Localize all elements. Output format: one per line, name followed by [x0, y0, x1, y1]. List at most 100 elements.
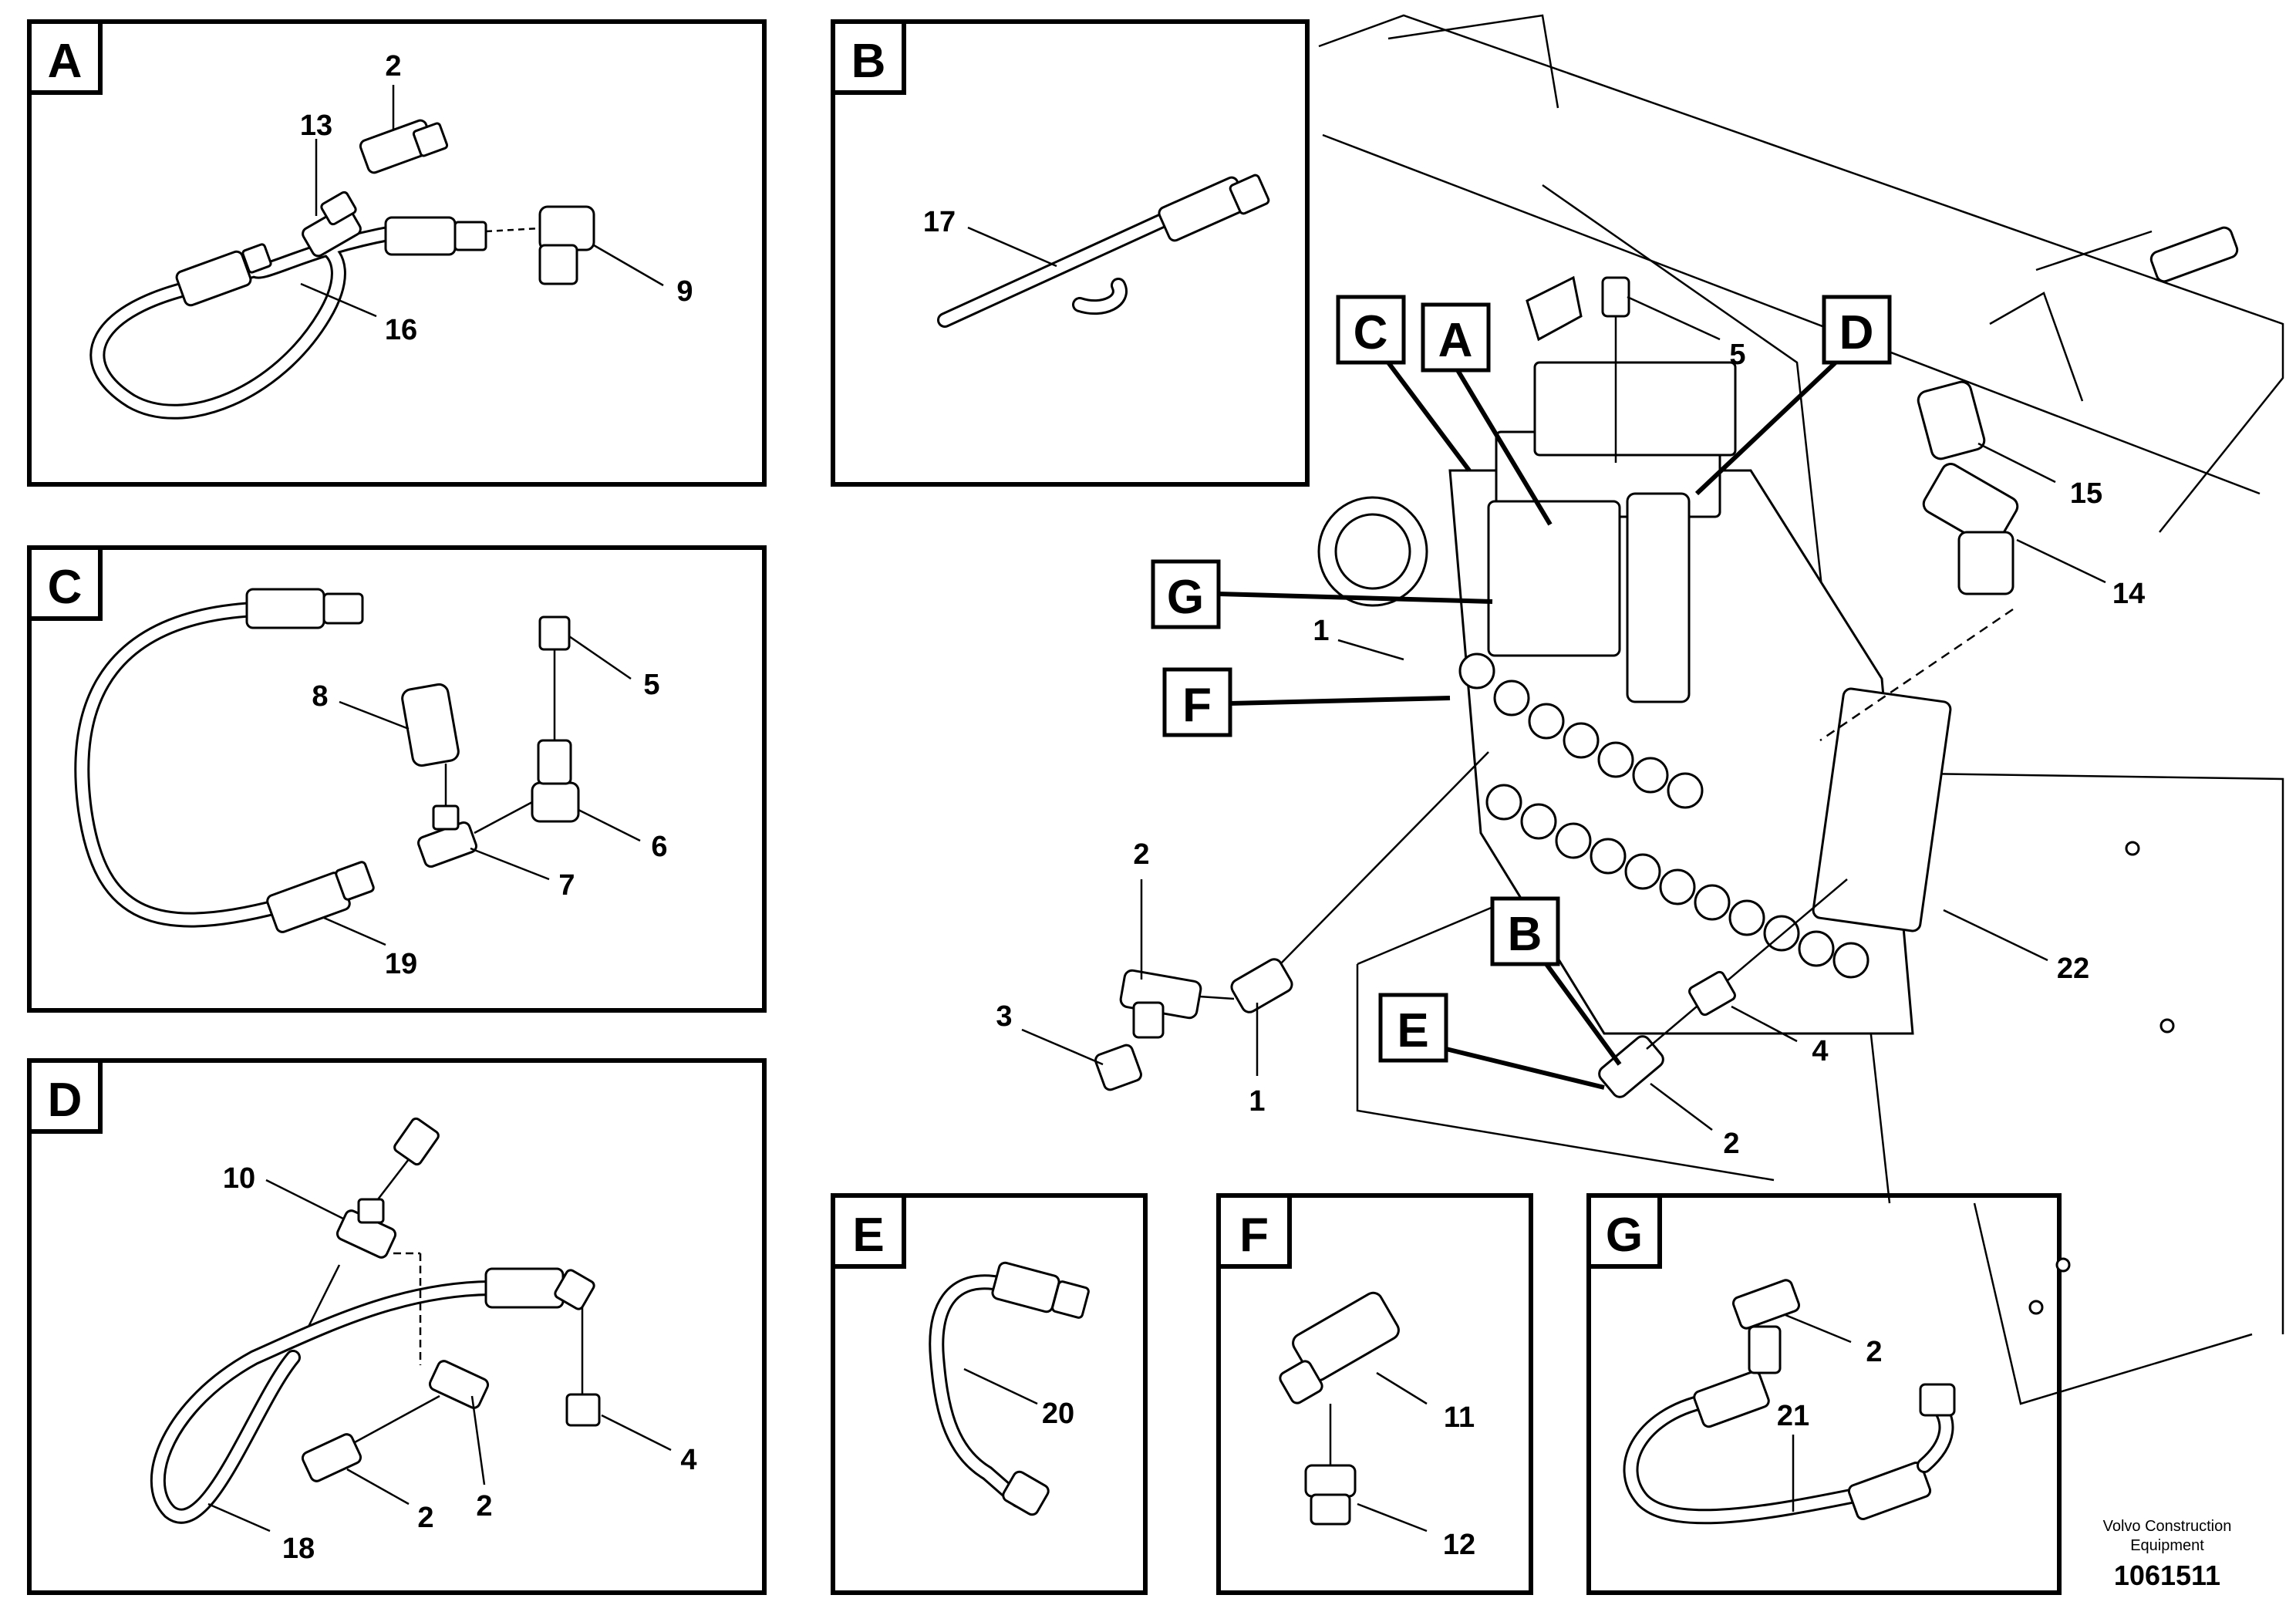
svg-text:F: F — [1182, 679, 1212, 732]
panel-b-letter-box — [831, 19, 906, 95]
tag-e: E — [1378, 993, 1605, 1090]
callout-c-7: 7 — [558, 869, 575, 902]
callout-g-2: 2 — [1866, 1336, 1882, 1368]
callout-d-18: 18 — [282, 1533, 315, 1565]
callout-m-5: 5 — [1729, 339, 1745, 371]
fitting-15 — [1917, 380, 1986, 460]
leader-a-16 — [300, 282, 377, 318]
panel-a-letter: A — [48, 35, 83, 88]
leader-f-11 — [1376, 1371, 1428, 1405]
tag-f: F — [1162, 667, 1451, 737]
leader-d-2b — [470, 1395, 486, 1485]
detail-panel-f: F 11 12 — [1216, 1193, 1533, 1595]
detail-panel-d: D 10 — [27, 1058, 767, 1595]
fitting-2-a — [359, 119, 449, 174]
panel-f-letter: F — [1239, 1209, 1269, 1262]
detail-panel-a: A 2 13 9 16 — [27, 19, 767, 487]
callout-c-19: 19 — [385, 948, 417, 980]
callout-a-16: 16 — [385, 314, 417, 346]
credit-line-2: Equipment — [2130, 1537, 2204, 1554]
tag-a: A — [1421, 302, 1553, 526]
hose-nut-a1 — [453, 221, 487, 251]
callout-m-2a: 2 — [1133, 838, 1149, 871]
callout-c-5: 5 — [643, 669, 659, 701]
callout-m-1b: 1 — [1249, 1085, 1265, 1118]
leader-m-15 — [1977, 442, 2056, 484]
hose-18 — [150, 1267, 595, 1524]
leader-m-4 — [1731, 1005, 1798, 1043]
spool-section-ports — [1458, 653, 1870, 979]
tee-fitting-2-d — [393, 1252, 490, 1409]
tee-fitting-7 — [417, 804, 477, 868]
leader-c-5 — [568, 635, 632, 680]
fitting-1-main — [1199, 751, 1489, 1013]
panel-c-letter: C — [48, 561, 83, 614]
leader-d-4 — [601, 1414, 672, 1452]
tee-fitting-2-g — [1731, 1279, 1801, 1374]
panel-e-letter: E — [852, 1209, 884, 1262]
hose-16 — [89, 224, 409, 420]
callout-m-3: 3 — [996, 1000, 1012, 1033]
detail-panel-b: B 17 — [831, 19, 1310, 487]
panel-d-letter: D — [48, 1074, 83, 1127]
callout-c-6: 6 — [651, 831, 667, 863]
svg-text:C: C — [1354, 306, 1388, 359]
callout-a-13: 13 — [300, 110, 332, 142]
plug-12 — [1304, 1464, 1357, 1526]
leader-c-7 — [470, 847, 550, 881]
leader-m-14 — [2016, 538, 2106, 584]
fitting-2-main-left — [1119, 969, 1202, 1039]
svg-text:E: E — [1397, 1004, 1428, 1057]
callout-m-1a: 1 — [1313, 615, 1329, 647]
callout-b-17: 17 — [923, 206, 956, 238]
connector-c — [474, 801, 533, 835]
fitting-4-main — [1688, 970, 1736, 1017]
callout-m-15: 15 — [2070, 477, 2102, 510]
detail-panel-e: E 20 — [831, 1193, 1148, 1595]
leader-d-2a — [346, 1468, 410, 1506]
tag-d: D — [1694, 295, 1892, 496]
callout-e-20: 20 — [1042, 1398, 1074, 1430]
fitting-14 — [1922, 463, 2019, 595]
panel-e-letter-box — [831, 1193, 906, 1269]
svg-text:A: A — [1438, 314, 1473, 367]
callout-m-4: 4 — [1812, 1035, 1828, 1067]
leader-a-9 — [593, 244, 664, 287]
elbow-fitting-9 — [485, 205, 595, 285]
elbow-fitting-6 — [531, 739, 580, 823]
leader-m-5 — [1627, 295, 1721, 341]
callout-d-4: 4 — [680, 1444, 696, 1476]
svg-text:B: B — [1508, 908, 1542, 961]
callout-d-10: 10 — [223, 1162, 255, 1195]
leader-d-10 — [265, 1179, 344, 1220]
cap-8 — [401, 683, 460, 806]
fitting-4-d — [565, 1393, 601, 1427]
fitting-5-main — [1601, 276, 1630, 463]
callout-d-2a: 2 — [417, 1502, 433, 1534]
svg-text:G: G — [1167, 571, 1204, 624]
publisher-credit: Volvo Construction Equipment 1061511 — [2103, 1518, 2232, 1591]
valve-11 — [1279, 1291, 1400, 1465]
panel-c-letter-box — [27, 545, 103, 621]
panel-d-letter-box — [27, 1058, 103, 1134]
cap-3 — [1094, 1044, 1142, 1091]
callout-m-2b: 2 — [1723, 1128, 1739, 1160]
leader-m-3 — [1021, 1028, 1104, 1066]
fitting-2-d-lower — [301, 1394, 440, 1482]
callout-a-9: 9 — [676, 275, 693, 308]
leader-b-17 — [967, 226, 1057, 268]
hose-19 — [74, 588, 375, 933]
leader-g-2 — [1785, 1313, 1852, 1344]
main-assembly-view: C A D G F B E — [996, 14, 2284, 1405]
leader-c-19 — [323, 916, 386, 946]
leader-m-1a — [1337, 639, 1404, 661]
leader-f-12 — [1357, 1502, 1428, 1533]
hose-21 — [1623, 1370, 1956, 1525]
hose-end-fitting-a1 — [384, 216, 457, 256]
dashed-link-14 — [1819, 608, 2014, 742]
tee-fitting-13 — [302, 191, 362, 258]
detail-panel-g: G 2 21 — [1586, 1193, 2062, 1595]
callout-m-14: 14 — [2112, 578, 2145, 610]
fitting-5-c — [538, 615, 571, 740]
